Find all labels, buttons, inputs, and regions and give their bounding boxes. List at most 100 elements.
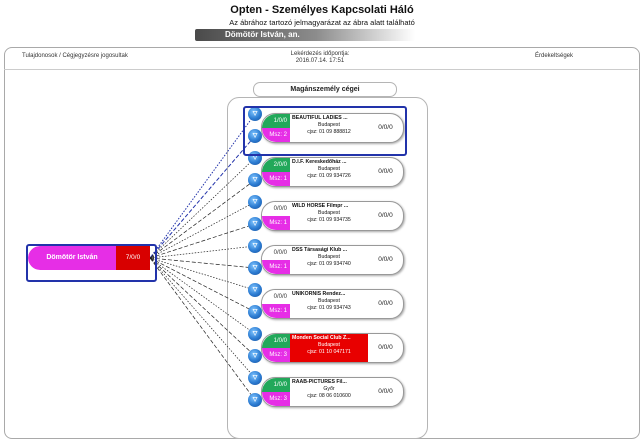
expand-up-icon[interactable]: ▽ xyxy=(248,195,262,209)
query-time: Lekérdezés időpontja: 2016.07.14. 17:51 xyxy=(260,51,380,65)
column-header-owners: Tulajdonosok / Cégjegyzésre jogosultak xyxy=(22,53,128,59)
company-ownership: 1/0/0 xyxy=(262,378,290,392)
company-ownership: 0/0/0 xyxy=(262,202,290,216)
company-reg-number: cjsz: 01 10 047171 xyxy=(307,349,351,355)
connection-lines xyxy=(149,113,256,401)
expand-down-icon[interactable]: ▽ xyxy=(248,349,262,363)
company-ratio: 0/0/0 xyxy=(378,300,393,307)
company-ownership: 0/0/0 xyxy=(262,290,290,304)
query-time-value: 2016.07.14. 17:51 xyxy=(295,58,345,64)
person-selection-frame xyxy=(26,244,157,282)
company-city: Győr xyxy=(323,386,335,392)
expand-down-icon[interactable]: ▽ xyxy=(248,393,262,407)
company-city: Budapest xyxy=(318,342,340,348)
connection-line xyxy=(149,135,256,259)
connection-line xyxy=(149,179,256,259)
company-ownership: 2/0/0 xyxy=(262,158,290,172)
expand-up-icon[interactable]: ▽ xyxy=(248,107,262,121)
company-reg-number: cjsz: 01 09 888812 xyxy=(307,129,351,135)
person-node-name: Dömötör István xyxy=(28,246,116,270)
company-reg-number: cjsz: 01 09 934726 xyxy=(307,173,351,179)
company-ratio: 0/0/0 xyxy=(378,124,393,131)
company-msz: Msz: 3 xyxy=(262,392,290,406)
company-ratio: 0/0/0 xyxy=(378,168,393,175)
expand-down-icon[interactable]: ▽ xyxy=(248,217,262,231)
company-msz: Msz: 2 xyxy=(262,128,290,142)
company-reg-number: cjsz: 01 09 934743 xyxy=(307,305,351,311)
connection-line xyxy=(149,257,256,379)
expand-down-icon[interactable]: ▽ xyxy=(248,129,262,143)
company-msz: Msz: 3 xyxy=(262,348,290,362)
person-node[interactable]: Dömötör István 7/0/0 xyxy=(28,246,150,270)
company-city: Budapest xyxy=(318,166,340,172)
connection-line xyxy=(149,113,256,259)
company-name: RAAB-PICTURES Fil... xyxy=(292,379,347,385)
connection-line xyxy=(149,201,256,259)
company-reg-number: cjsz: 08 06 010600 xyxy=(307,393,351,399)
company-ownership: 0/0/0 xyxy=(262,246,290,260)
connection-line xyxy=(149,257,256,335)
connection-line xyxy=(149,257,256,401)
expand-down-icon[interactable]: ▽ xyxy=(248,261,262,275)
query-time-label: Lekérdezés időpontja: xyxy=(290,51,350,57)
company-reg-number: cjsz: 01 09 934740 xyxy=(307,261,351,267)
expand-down-icon[interactable]: ▽ xyxy=(248,305,262,319)
company-ratio: 0/0/0 xyxy=(378,388,393,395)
connection-line xyxy=(149,157,256,259)
company-city: Budapest xyxy=(318,210,340,216)
company-name: D.I.F. Kereskedőház ... xyxy=(292,159,347,165)
expand-up-icon[interactable]: ▽ xyxy=(248,371,262,385)
company-name: Monden Social Club Z... xyxy=(292,335,351,341)
expand-up-icon[interactable]: ▽ xyxy=(248,239,262,253)
company-selection-frame xyxy=(243,106,407,156)
company-name: WILD HORSE Filmpr ... xyxy=(292,203,349,209)
person-node-code: 7/0/0 xyxy=(116,246,150,270)
company-city: Budapest xyxy=(318,298,340,304)
companies-column-title: Magánszemély cégei xyxy=(253,82,397,97)
expand-up-icon[interactable]: ▽ xyxy=(248,327,262,341)
company-ratio: 0/0/0 xyxy=(378,256,393,263)
person-name-bar: Dömötör István, an. xyxy=(195,29,415,41)
company-ownership: 1/0/0 xyxy=(262,334,290,348)
company-ratio: 0/0/0 xyxy=(378,344,393,351)
company-ownership: 1/0/0 xyxy=(262,114,290,128)
connection-line xyxy=(149,257,256,313)
person-name: Dömötör István, an. xyxy=(225,30,300,39)
page-subtitle: Az ábrához tartozó jelmagyarázat az ábra… xyxy=(229,18,415,27)
company-name: DSS Társasági Klub ... xyxy=(292,247,348,253)
company-msz: Msz: 1 xyxy=(262,172,290,186)
company-msz: Msz: 1 xyxy=(262,260,290,274)
company-city: Budapest xyxy=(318,122,340,128)
company-city: Budapest xyxy=(318,254,340,260)
header-divider xyxy=(4,69,638,70)
expand-up-icon[interactable]: ▽ xyxy=(248,283,262,297)
company-msz: Msz: 1 xyxy=(262,304,290,318)
connection-line xyxy=(149,257,256,269)
connection-line xyxy=(149,257,256,357)
connection-line xyxy=(149,223,256,259)
page-title: Opten - Személyes Kapcsolati Háló xyxy=(230,4,414,16)
company-name: UNIKORNIS Rendez... xyxy=(292,291,346,297)
connection-line xyxy=(149,257,256,291)
company-reg-number: cjsz: 01 09 934735 xyxy=(307,217,351,223)
company-msz: Msz: 1 xyxy=(262,216,290,230)
company-name: BEAUTIFUL LADIES ... xyxy=(292,115,348,121)
expand-down-icon[interactable]: ▽ xyxy=(248,173,262,187)
connection-line xyxy=(149,245,256,259)
column-header-interests: Érdekeltségek xyxy=(535,53,574,59)
company-ratio: 0/0/0 xyxy=(378,212,393,219)
